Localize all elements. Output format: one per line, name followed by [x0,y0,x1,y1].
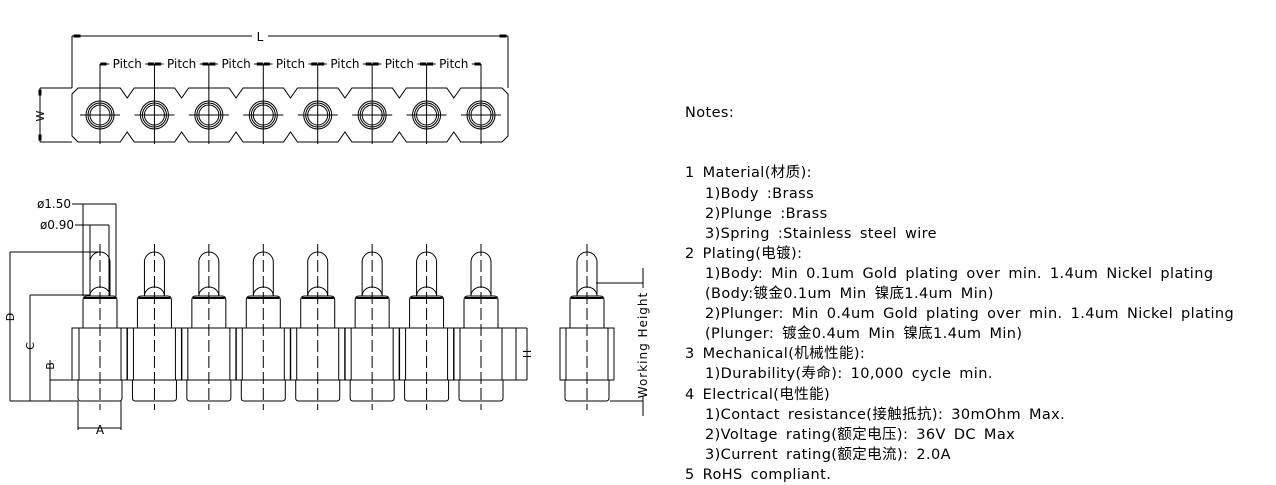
top-view: Pitch Pitch Pitch Pitch Pitch Pitch Pitch [71,57,509,144]
arrow [202,62,209,66]
label-bg [326,57,363,70]
pitch-label: Pitch [276,57,305,71]
dia-inner-label: ø0.90 [40,218,74,232]
pitch-label: Pitch [113,57,142,71]
dim-b-label: B [44,362,57,370]
arrow [154,62,161,66]
arrow [256,62,263,66]
dim-w-label: W [34,110,47,121]
note-line: 5 RoHS compliant. [685,466,832,483]
pitch-label: Pitch [439,57,468,71]
pin-tail [564,380,610,402]
pin-tail [458,380,504,402]
notes-list: 1 Material(材质): 1)Body :Brass 2)Plunge :Br… [685,163,1234,482]
pitch-label: Pitch [330,57,359,71]
note-line: (Plunger: 镀金0.4um Min 镍底1.4um Min) [705,326,1023,343]
arrow [372,62,379,66]
arrow [365,62,372,66]
arrow [420,62,427,66]
note-line: 2)Plunger: Min 0.4um Gold plating over m… [705,306,1235,323]
note-line: 1)Contact resistance(接触抵抗): 30mOhm Max. [705,406,1066,423]
pitch-label: Pitch [167,57,196,71]
note-line: 2 Plating(电镀): [685,245,803,262]
label-bg [272,57,309,70]
dim-a-label: A [96,423,105,437]
note-line: 2)Voltage rating(额定电压): 36V DC Max [705,426,1016,443]
label-bg [109,57,146,70]
note-line: (Body:镀金0.1um Min 镍底1.4um Min) [705,286,994,303]
front-view [71,244,517,410]
note-line: 1)Body :Brass [705,185,815,202]
dim-d-label: D [4,313,17,321]
arrow [474,62,481,66]
note-line: 3)Current rating(额定电流): 2.0A [705,446,951,463]
dim-c-label: C [24,342,37,350]
side-view [559,244,615,410]
pin-tail [240,380,286,402]
arrow [427,62,434,66]
arrow [318,62,325,66]
arrow [263,62,270,66]
notes-title: Notes: [685,105,735,122]
label-bg [435,57,472,70]
note-line: 1 Material(材质): [685,165,812,182]
note-line: 2)Plunge :Brass [705,205,828,222]
pin-tail [131,380,177,402]
pin-tail [186,380,232,402]
notes-panel: Notes: 1 Material(材质): 1)Body :Brass 2)Plu… [685,63,1234,483]
arrow [100,62,107,66]
label-bg [218,57,255,70]
pitch-label: Pitch [221,57,250,71]
label-bg [163,57,200,70]
pin-tail [77,380,123,402]
pitch-label: Pitch [385,57,414,71]
pin-tail [349,380,395,402]
arrow [209,62,216,66]
housing [453,327,517,381]
label-bg [381,57,418,70]
dimensions: L W ø1.50 ø0.90 D C B A H Working Height [4,29,650,437]
arrow [147,62,154,66]
dia-outer-label: ø1.50 [37,197,71,211]
note-line: 3)Spring :Stainless steel wire [705,225,938,242]
note-line: 3 Mechanical(机械性能): [685,346,866,363]
pin-tail [295,380,341,402]
note-line: 1)Body: Min 0.1um Gold plating over min.… [705,265,1214,282]
note-line: 4 Electrical(电性能) [685,386,831,403]
dim-h-label: H [521,350,534,358]
arrow [311,62,318,66]
working-height-label: Working Height [636,292,650,398]
note-line: 1)Durability(寿命): 10,000 cycle min. [705,366,993,383]
pin-tail [404,380,450,402]
technical-drawing: Pitch Pitch Pitch Pitch Pitch Pitch Pitch L W … [4,29,650,437]
strip-outline [71,87,509,143]
dim-l-label: L [257,30,264,44]
